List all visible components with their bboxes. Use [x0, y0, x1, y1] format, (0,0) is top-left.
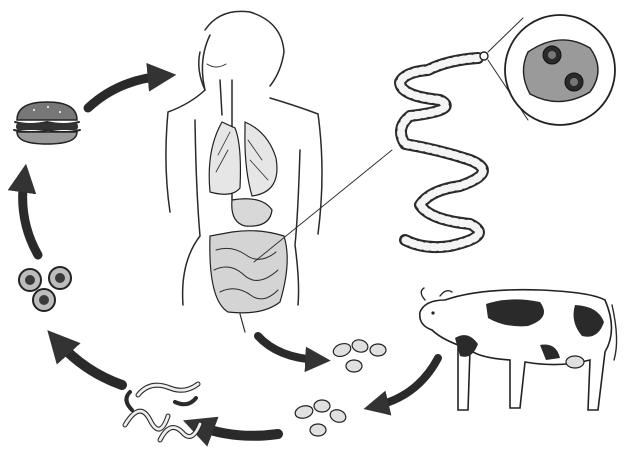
arrow-human-to-eggs	[258, 336, 318, 360]
arrow-hamburger-to-human	[88, 76, 162, 108]
arrow-larvae-to-cysts	[58, 342, 122, 385]
human-torso-icon	[166, 11, 392, 332]
eggs-icon	[331, 338, 386, 372]
lung-left	[209, 122, 240, 194]
scolex-icon	[488, 15, 615, 125]
stomach	[232, 199, 272, 226]
arrow-cow-to-eggs	[376, 358, 438, 406]
hamburger-icon	[14, 102, 80, 144]
cysts-icon	[19, 267, 71, 311]
eggs-icon	[294, 400, 348, 436]
intestines	[210, 231, 287, 332]
arrow-cysts-to-hamburger	[23, 178, 38, 255]
larvae-icon	[125, 384, 200, 440]
arrow-eggs-to-larvae	[198, 426, 278, 436]
tapeworm-icon	[400, 52, 488, 247]
scolex-attachment-point	[480, 52, 488, 60]
cow-icon	[420, 288, 617, 410]
